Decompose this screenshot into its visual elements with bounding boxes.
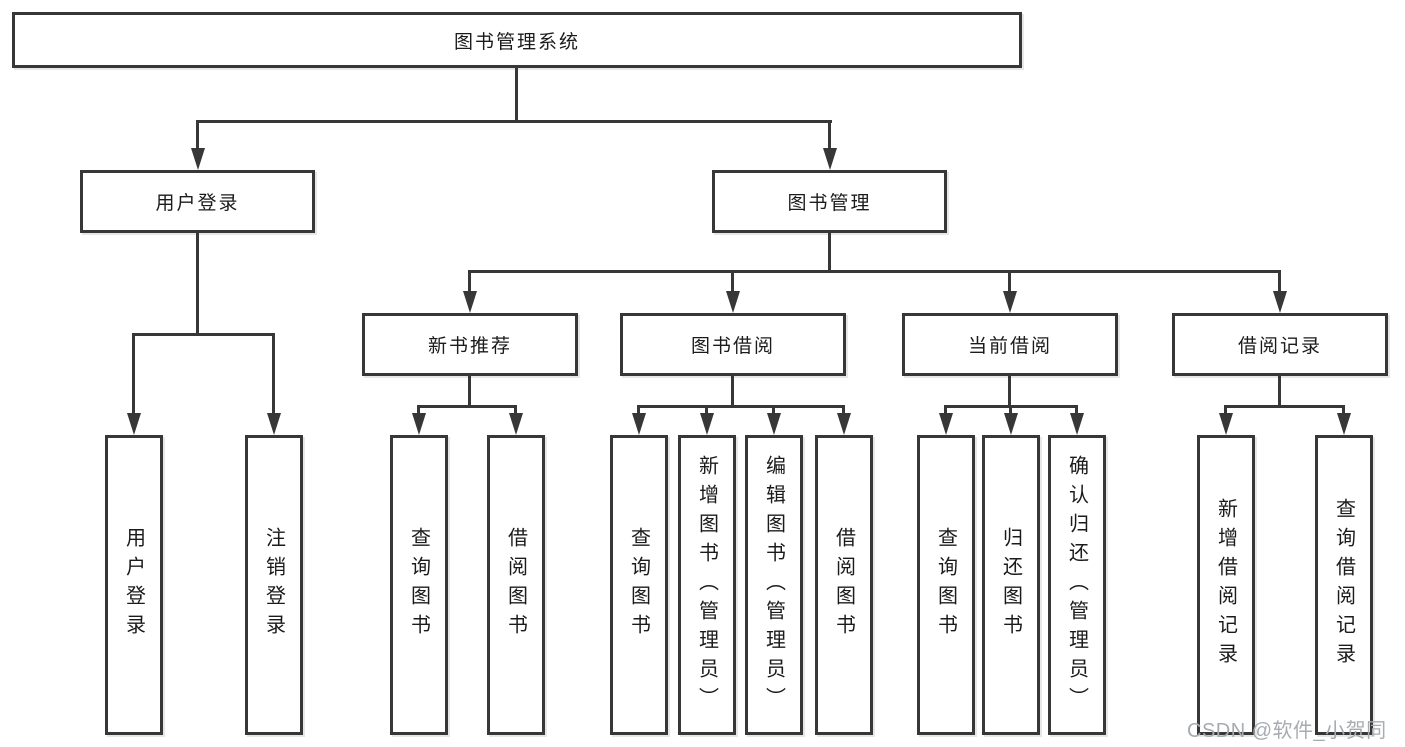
edge-line <box>132 333 275 336</box>
node-borrowing-records: 借阅记录 <box>1172 313 1388 376</box>
edge-line <box>468 376 471 407</box>
edge-line <box>1342 407 1345 418</box>
edge-line <box>705 407 708 418</box>
node-leaf-query-books-recommend: 查询图书 <box>390 435 448 735</box>
edge-line <box>515 68 518 122</box>
arrow-down-icon <box>127 413 141 435</box>
edge-line <box>196 120 832 123</box>
node-current-borrowing: 当前借阅 <box>902 313 1118 376</box>
edge-line <box>828 233 831 272</box>
node-leaf-borrow-books: 借阅图书 <box>815 435 873 735</box>
edge-line <box>637 405 845 408</box>
node-leaf-query-borrow-record: 查询借阅记录 <box>1315 435 1373 735</box>
arrow-down-icon <box>1273 291 1287 313</box>
node-leaf-borrow-books-recommend: 借阅图书 <box>487 435 545 735</box>
node-leaf-add-books-admin: 新增图书（管理员） <box>678 435 736 735</box>
edge-line <box>944 407 947 418</box>
edge-line <box>132 335 135 418</box>
arrow-down-icon <box>267 413 281 435</box>
edge-line <box>772 407 775 418</box>
edge-line <box>196 122 199 152</box>
edge-line <box>1008 376 1011 407</box>
node-leaf-query-books-borrowing: 查询图书 <box>610 435 668 735</box>
arrow-down-icon <box>939 413 953 435</box>
edge-line <box>1278 376 1281 407</box>
edge-line <box>417 407 420 418</box>
node-leaf-edit-books-admin: 编辑图书（管理员） <box>745 435 803 735</box>
node-leaf-return-books: 归还图书 <box>982 435 1040 735</box>
arrow-down-icon <box>412 413 426 435</box>
edge-line <box>417 405 517 408</box>
edge-line <box>944 405 1078 408</box>
edge-line <box>196 233 199 335</box>
arrow-down-icon <box>726 291 740 313</box>
edge-line <box>1008 272 1011 295</box>
arrow-down-icon <box>1003 291 1017 313</box>
node-new-book-recommendation: 新书推荐 <box>362 313 578 376</box>
arrow-down-icon <box>1219 413 1233 435</box>
node-leaf-query-books-current: 查询图书 <box>917 435 975 735</box>
edge-line <box>1224 407 1227 418</box>
arrow-down-icon <box>767 413 781 435</box>
node-book-management: 图书管理 <box>712 170 947 233</box>
edge-line <box>731 272 734 295</box>
edge-line <box>1009 407 1012 418</box>
arrow-down-icon <box>1070 413 1084 435</box>
arrow-down-icon <box>463 291 477 313</box>
arrow-down-icon <box>700 413 714 435</box>
edge-line <box>828 122 831 152</box>
edge-line <box>842 407 845 418</box>
edge-line <box>272 335 275 418</box>
node-leaf-user-login: 用户登录 <box>105 435 163 735</box>
edge-line <box>468 272 471 295</box>
edge-line <box>1224 405 1345 408</box>
edge-line <box>1075 407 1078 418</box>
node-leaf-logout: 注销登录 <box>245 435 303 735</box>
edge-line <box>514 407 517 418</box>
arrow-down-icon <box>1337 413 1351 435</box>
edge-line <box>637 407 640 418</box>
arrow-down-icon <box>823 148 837 170</box>
arrow-down-icon <box>837 413 851 435</box>
edge-line <box>1278 272 1281 295</box>
edge-line <box>731 376 734 407</box>
arrow-down-icon <box>632 413 646 435</box>
node-book-borrowing: 图书借阅 <box>620 313 846 376</box>
node-library-management-system: 图书管理系统 <box>12 12 1022 68</box>
arrow-down-icon <box>509 413 523 435</box>
watermark-text: CSDN @软件_小贺同学 <box>1187 720 1387 742</box>
node-leaf-add-borrow-record: 新增借阅记录 <box>1197 435 1255 735</box>
node-leaf-confirm-return-admin: 确认归还（管理员） <box>1048 435 1106 735</box>
arrow-down-icon <box>1004 413 1018 435</box>
arrow-down-icon <box>191 148 205 170</box>
edge-line <box>468 270 1281 273</box>
node-user-login: 用户登录 <box>80 170 315 233</box>
